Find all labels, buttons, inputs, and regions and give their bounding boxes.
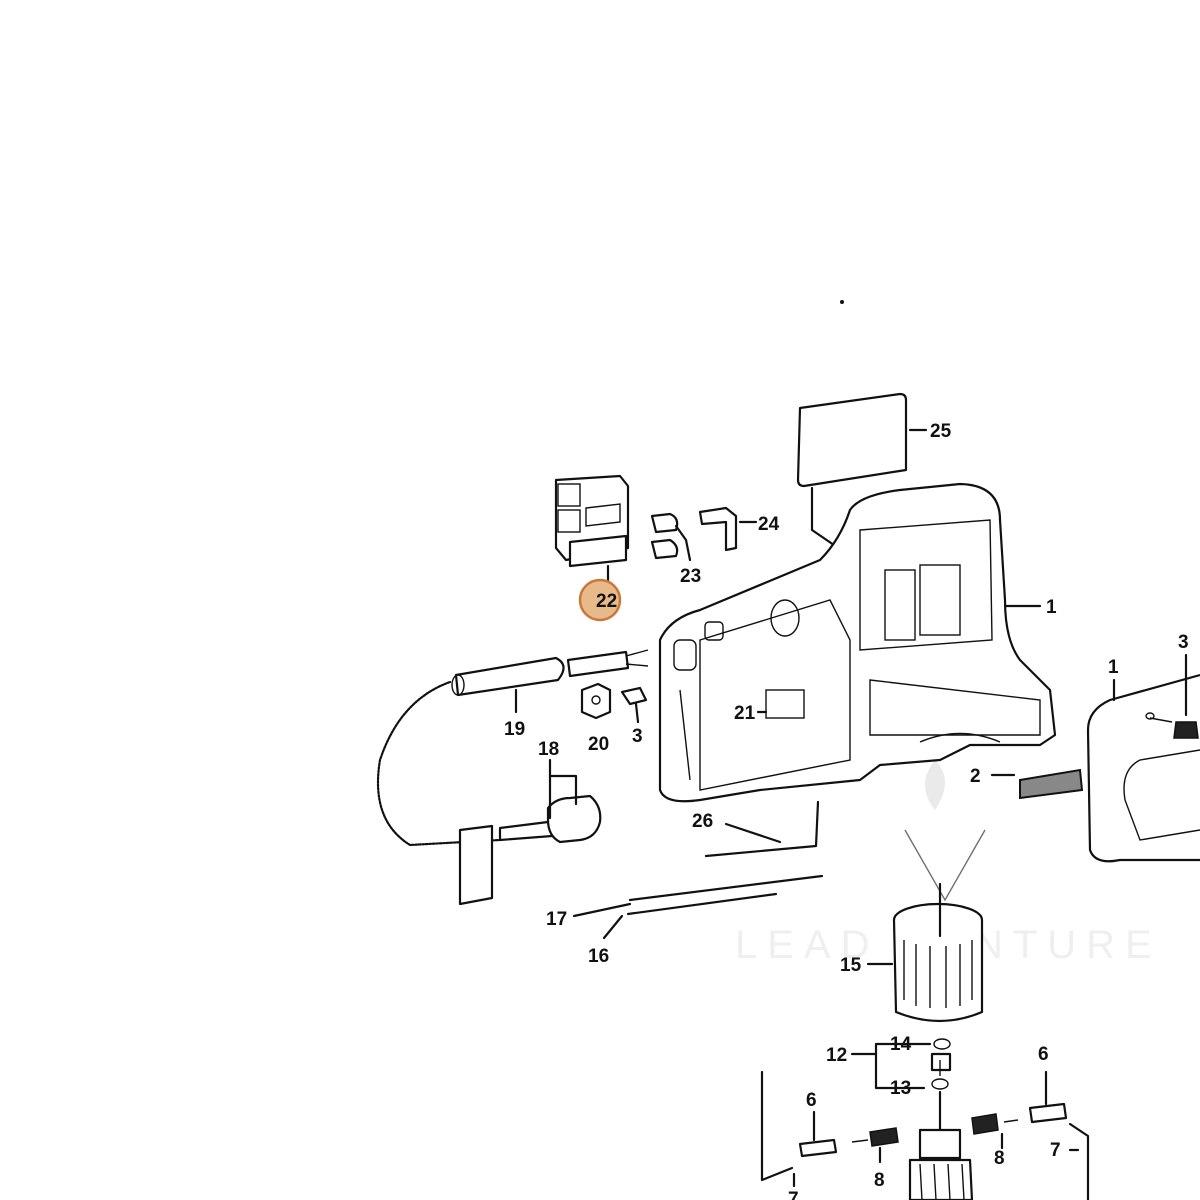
callout-8-left: 8 bbox=[874, 1170, 885, 1191]
callout-16: 16 bbox=[588, 946, 609, 967]
callout-6-left: 6 bbox=[806, 1090, 817, 1111]
part-brush-assembly-right bbox=[971, 1070, 1090, 1200]
part-1-housing-half-right bbox=[1086, 673, 1200, 863]
callout-12: 12 bbox=[826, 1045, 847, 1066]
part-2-foam-pad bbox=[990, 768, 1084, 800]
part-18-strain-relief bbox=[498, 758, 602, 844]
part-3-screw-right bbox=[1145, 653, 1199, 739]
callout-24: 24 bbox=[758, 514, 780, 535]
part-23-screws bbox=[650, 512, 692, 562]
part-3-screw bbox=[620, 686, 648, 724]
callout-19: 19 bbox=[504, 719, 525, 740]
highlight-marker-22[interactable] bbox=[578, 578, 622, 622]
callout-8-right: 8 bbox=[994, 1148, 1005, 1169]
callout-17: 17 bbox=[546, 909, 567, 930]
callout-2: 2 bbox=[970, 766, 981, 787]
callout-22: 22 bbox=[596, 591, 617, 612]
callout-21: 21 bbox=[734, 703, 756, 724]
callout-14: 14 bbox=[890, 1034, 912, 1055]
part-22-switch bbox=[554, 474, 630, 584]
part-17-rod bbox=[572, 874, 824, 918]
part-19-cable bbox=[376, 649, 649, 906]
part-21-sticker bbox=[756, 689, 805, 719]
callout-23: 23 bbox=[680, 566, 701, 587]
callout-13: 13 bbox=[890, 1078, 911, 1099]
callout-6-right: 6 bbox=[1038, 1044, 1049, 1065]
callout-18: 18 bbox=[538, 739, 559, 760]
part-20-cable-clamp bbox=[580, 682, 612, 720]
callout-26: 26 bbox=[692, 811, 713, 832]
callout-20: 20 bbox=[588, 734, 609, 755]
callout-15: 15 bbox=[840, 955, 862, 976]
callout-7-left: 7 bbox=[788, 1189, 799, 1200]
callout-3: 3 bbox=[632, 726, 643, 747]
part-brush-assembly-left bbox=[760, 1070, 899, 1188]
callout-1: 1 bbox=[1046, 597, 1057, 618]
callout-3-right: 3 bbox=[1178, 632, 1189, 653]
part-armature bbox=[908, 1090, 974, 1200]
callout-7-right: 7 bbox=[1050, 1140, 1061, 1161]
part-24-clip bbox=[698, 506, 758, 552]
part-12-14-bearings bbox=[850, 1038, 952, 1090]
part-15-stator bbox=[866, 882, 984, 1023]
part-26-allen-key bbox=[704, 800, 820, 858]
part-16-rod bbox=[602, 892, 778, 940]
stray-dot bbox=[840, 300, 844, 304]
callout-25: 25 bbox=[930, 421, 952, 442]
callout-1-right: 1 bbox=[1108, 657, 1119, 678]
part-1-main-housing bbox=[658, 482, 1057, 803]
